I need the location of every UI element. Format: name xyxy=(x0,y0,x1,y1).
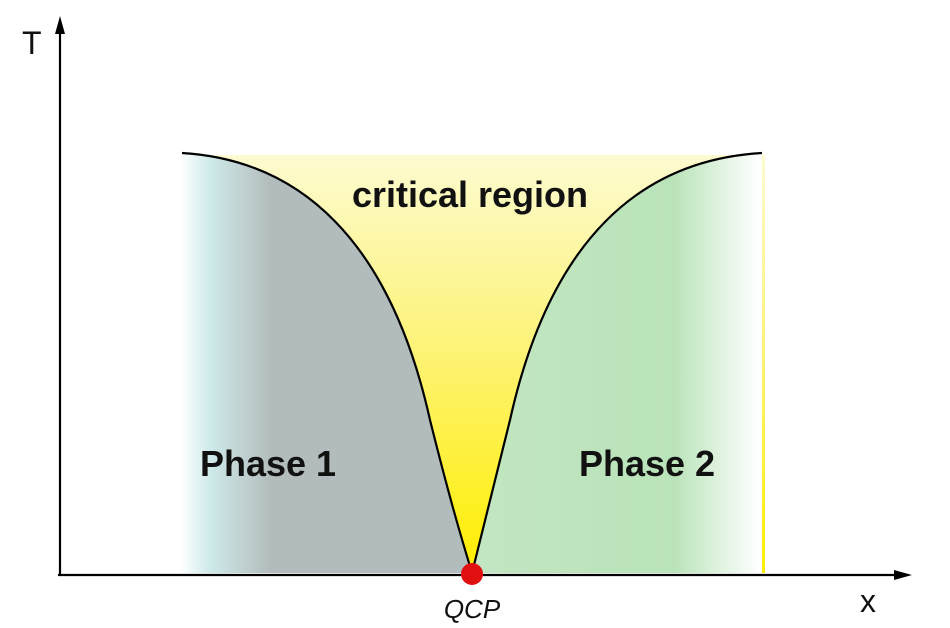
phase1-label: Phase 1 xyxy=(200,443,336,484)
phase2-region xyxy=(472,153,762,573)
critical-region-label: critical region xyxy=(352,174,588,215)
y-axis-arrow xyxy=(55,16,65,34)
x-axis-arrow xyxy=(894,570,912,580)
qcp-point xyxy=(461,563,483,585)
phase-boundary-right xyxy=(470,151,763,574)
phase1-region xyxy=(180,153,472,573)
qcp-label: QCP xyxy=(444,594,501,624)
x-axis-label: x xyxy=(860,583,876,619)
phase-boundary-left xyxy=(181,151,474,574)
phase2-label: Phase 2 xyxy=(579,443,715,484)
y-axis-label: T xyxy=(22,25,42,61)
